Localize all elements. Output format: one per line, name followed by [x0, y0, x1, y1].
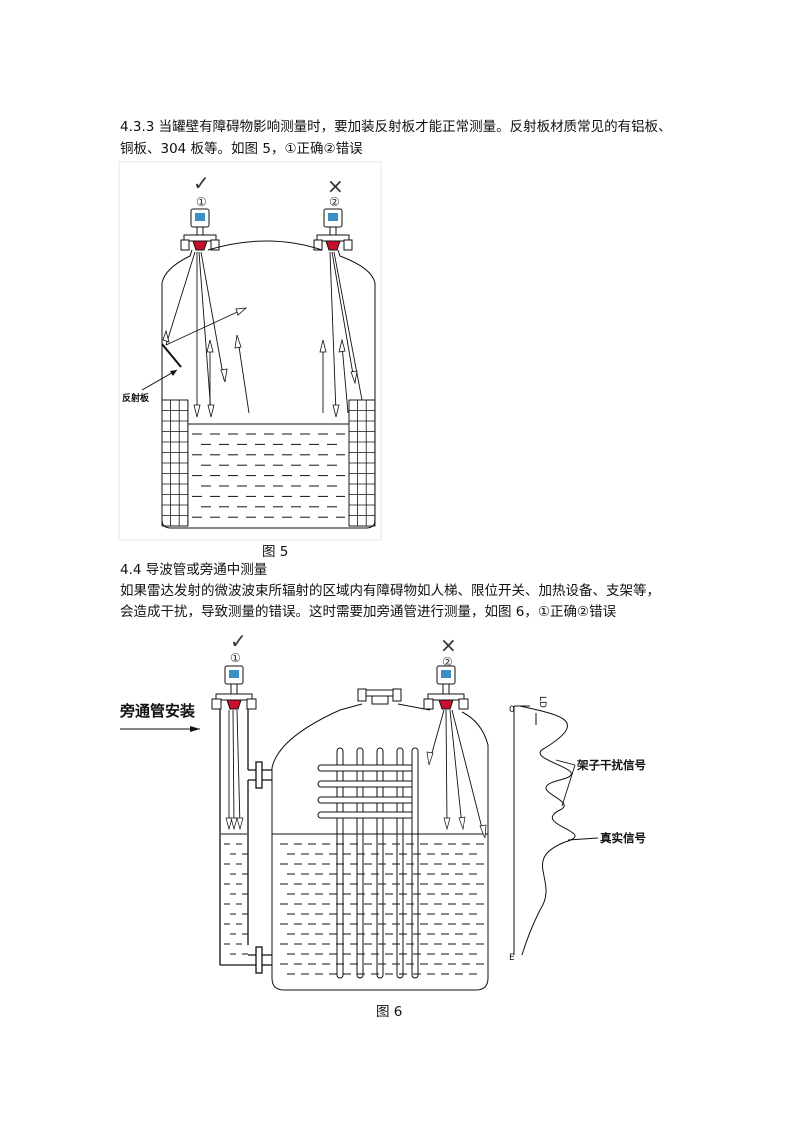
- paragraph-44-line1: 如果雷达发射的微波波束所辐射的区域内有障碍物如人梯、限位开关、加热设备、支架等，: [120, 583, 660, 599]
- fig6-beams-2: [429, 709, 485, 837]
- fig6-radar-transmitter-1-icon: [211, 665, 257, 710]
- signal-zero: 0: [509, 705, 515, 715]
- fig5-liquid: [192, 433, 345, 518]
- true-signal-label: 真实信号: [600, 831, 646, 845]
- paragraph-433-line1: 4.3.3 当罐壁有障碍物影响测量时，要加装反射板才能正常测量。反射板材质常见的…: [120, 119, 672, 135]
- fig5-beams-2: [322, 251, 363, 414]
- reflector-plate: [161, 343, 182, 368]
- figure-6-caption: 图 6: [376, 1004, 403, 1020]
- fig5-number-2: ②: [329, 195, 340, 209]
- fig5-beams-1: [165, 251, 250, 414]
- bypass-label: 旁通管安装: [119, 702, 196, 720]
- fig5-wall-grid: [161, 399, 376, 527]
- signal-top-label: LD: [537, 696, 547, 708]
- reflector-label: 反射板: [122, 392, 150, 404]
- signal-end: E: [509, 953, 515, 963]
- radar-transmitter-1-icon: [180, 208, 220, 251]
- obstruction-frame: [317, 747, 419, 979]
- cross-icon: ×: [327, 174, 344, 198]
- fig6-check-icon: ✓: [230, 629, 247, 653]
- figure-5-caption: 图 5: [262, 544, 289, 560]
- signal-plot: [513, 705, 576, 956]
- fig6-number-1: ①: [230, 651, 241, 665]
- fig6-liquid: [224, 843, 484, 975]
- radar-transmitter-2-icon: [313, 208, 353, 251]
- check-icon: ✓: [193, 171, 210, 195]
- manway-nozzle: [357, 688, 402, 705]
- interference-signal-label: 架子干扰信号: [576, 758, 646, 772]
- section-44-heading: 4.4 导波管或旁通中测量: [120, 562, 268, 578]
- fig6-tank-outline: [271, 703, 489, 991]
- paragraph-433-line2: 铜板、304 板等。如图 5，①正确②错误: [120, 141, 363, 157]
- fig6-beams-1: [228, 709, 241, 827]
- tank-outline: [161, 240, 376, 529]
- fig6-radar-transmitter-2-icon: [423, 665, 469, 710]
- fig6-cross-icon: ×: [440, 633, 457, 657]
- paragraph-44-line2: 会造成干扰，导致测量的错误。这时需要加旁通管进行测量，如图 6，①正确②错误: [120, 604, 617, 620]
- fig6-number-2: ②: [442, 655, 453, 669]
- fig5-number-1: ①: [196, 195, 207, 209]
- bypass-pipe: [219, 709, 272, 974]
